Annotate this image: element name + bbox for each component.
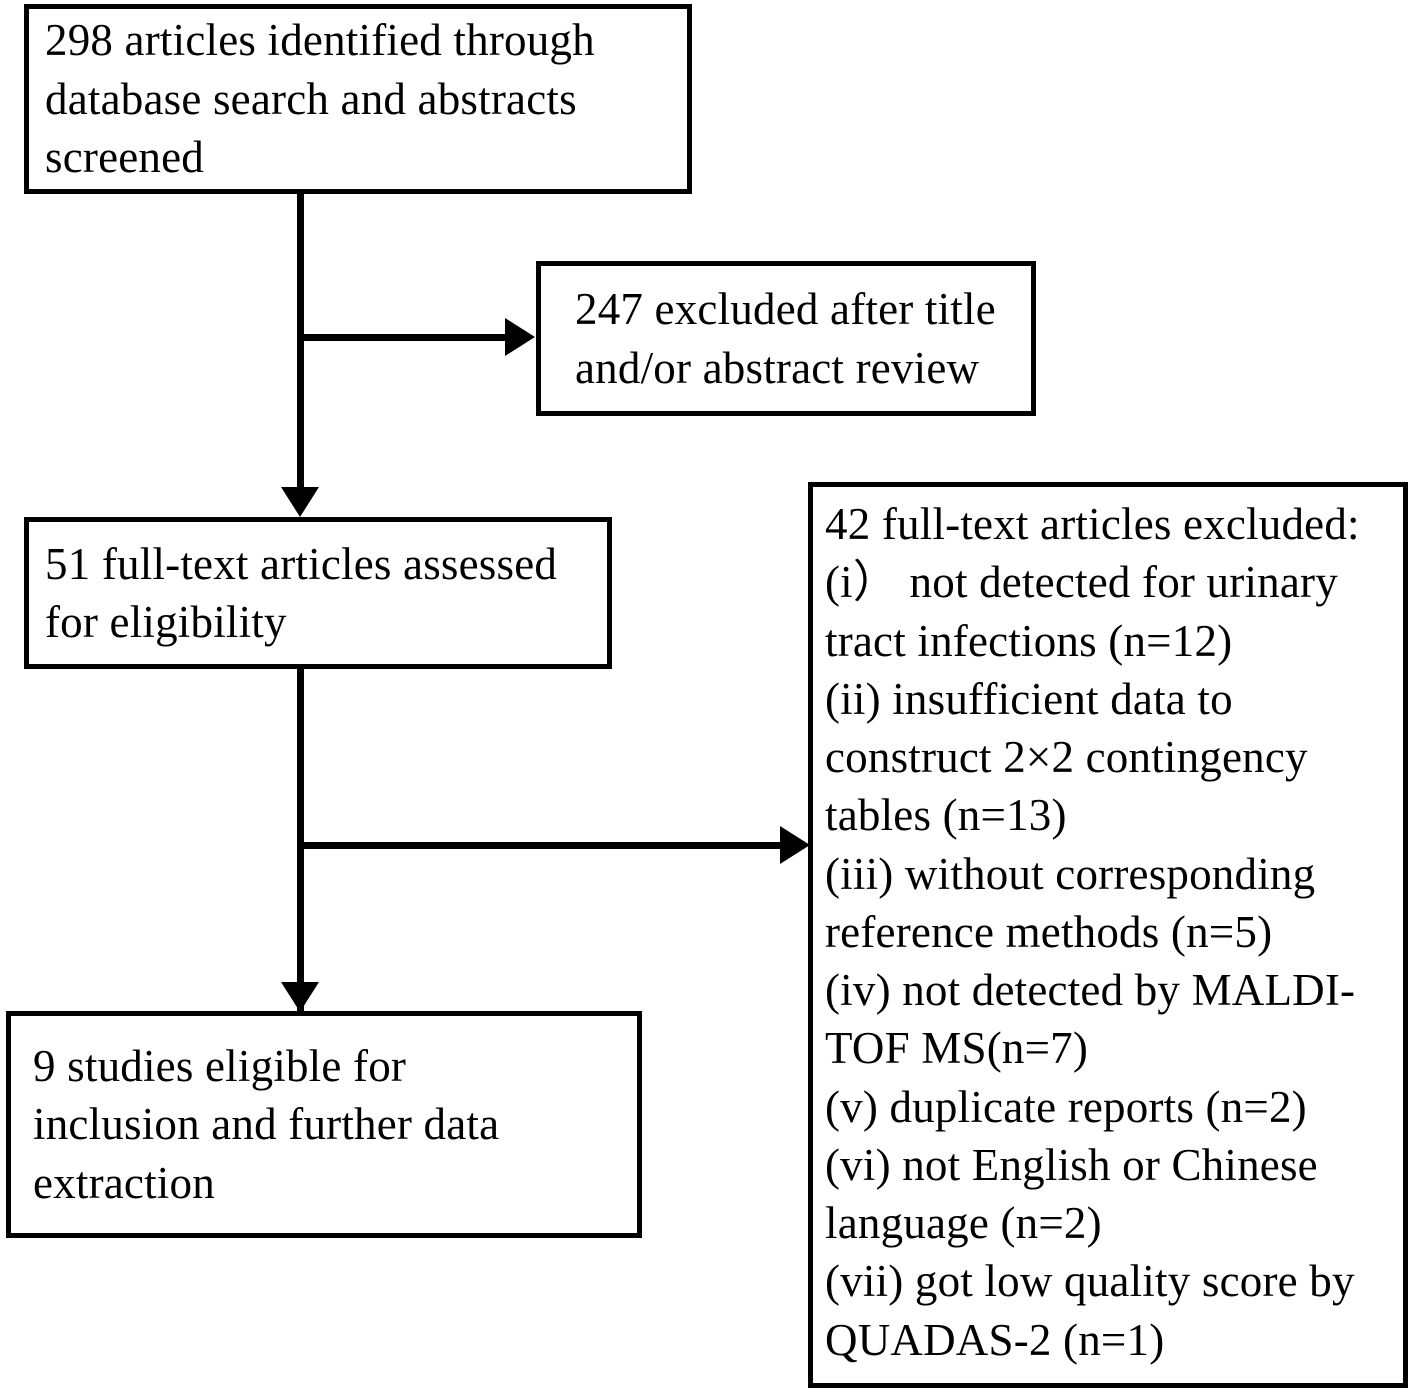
connector-identified-to-assessed-trunk xyxy=(297,192,304,492)
connector-assessed-to-eligible-trunk xyxy=(297,668,304,1013)
box-fulltext-assessed-for-eligibility: 51 full-text articles assessed for eligi… xyxy=(24,517,612,669)
arrowhead-right-to-excluded-title-abstract xyxy=(505,318,535,356)
box-articles-identified-text: 298 articles identified through database… xyxy=(45,15,595,183)
box-excluded-after-title-abstract-text: 247 excluded after title and/or abstract… xyxy=(575,284,996,393)
box-fulltext-articles-excluded-text: 42 full-text articles excluded: (i） not … xyxy=(825,499,1360,1365)
connector-assessed-to-fulltext-excluded-line xyxy=(300,842,785,849)
arrowhead-right-to-fulltext-excluded xyxy=(780,826,810,864)
connector-identified-to-excluded-line xyxy=(300,334,510,341)
box-articles-identified: 298 articles identified through database… xyxy=(24,4,692,194)
box-fulltext-assessed-for-eligibility-text: 51 full-text articles assessed for eligi… xyxy=(45,538,558,648)
box-studies-eligible-for-inclusion-text: 9 studies eligible for inclusion and fur… xyxy=(33,1040,500,1208)
box-fulltext-articles-excluded: 42 full-text articles excluded: (i） not … xyxy=(808,482,1408,1388)
arrowhead-down-to-assessed xyxy=(281,487,319,517)
box-studies-eligible-for-inclusion: 9 studies eligible for inclusion and fur… xyxy=(6,1011,642,1238)
arrowhead-down-to-eligible xyxy=(281,982,319,1012)
box-excluded-after-title-abstract: 247 excluded after title and/or abstract… xyxy=(536,261,1036,416)
